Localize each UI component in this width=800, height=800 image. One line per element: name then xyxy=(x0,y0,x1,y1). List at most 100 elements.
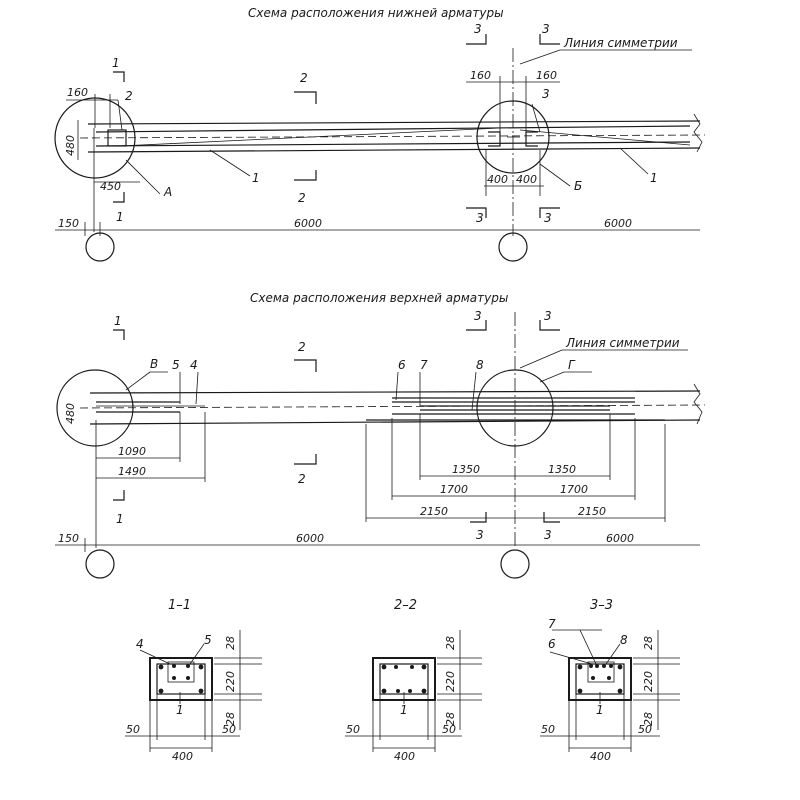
section-2-2: 2–2 1 28 220 28 50 400 50 xyxy=(345,598,482,763)
lower-pos-2: 2 xyxy=(125,89,133,103)
upper-support-mid xyxy=(500,549,530,579)
section-1-1-dim-bot: 28 xyxy=(224,712,237,726)
section-2-2-dim-right: 50 xyxy=(442,723,456,736)
section-3-3-dim-right: 50 xyxy=(638,723,652,736)
upper-mark-3-bl: 3 xyxy=(476,528,484,542)
upper-mark-1-top: 1 xyxy=(114,314,122,328)
upper-pos-8: 8 xyxy=(476,358,484,372)
section-3-3-label-7: 7 xyxy=(548,617,556,631)
section-3-3-dim-mid: 220 xyxy=(642,671,655,692)
lower-dimensions: 160 480 450 150 6000 6000 160 160 xyxy=(55,69,700,236)
upper-symmetry-label: Линия симметрии xyxy=(565,336,680,350)
section-1-1: 1–1 4 5 1 28 220 28 xyxy=(125,598,262,763)
lower-mark-3-bl: 3 xyxy=(476,211,484,225)
lower-mark-3-br: 3 xyxy=(544,211,552,225)
section-2-2-dim-width: 400 xyxy=(394,750,415,763)
lower-mid-cage xyxy=(488,131,538,147)
section-3-3-label-8: 8 xyxy=(620,633,628,647)
upper-dim-1350-left: 1350 xyxy=(452,463,480,476)
section-2-2-dim-top: 28 xyxy=(444,636,457,650)
upper-support-left xyxy=(85,549,115,579)
upper-dim-6000-a: 6000 xyxy=(296,532,324,545)
section-3-3-dim-top: 28 xyxy=(642,636,655,650)
upper-dim-1700-left: 1700 xyxy=(440,483,468,496)
upper-callout-V: В xyxy=(150,357,158,371)
section-3-3-dim-left: 50 xyxy=(541,723,555,736)
lower-dim-400-right: 400 xyxy=(516,173,537,186)
upper-dim-150: 150 xyxy=(58,532,79,545)
upper-mark-3-br: 3 xyxy=(544,528,552,542)
detail-circle-V xyxy=(56,369,134,447)
section-1-1-dim-mid: 220 xyxy=(224,671,237,692)
upper-callout-G: Г xyxy=(568,358,576,372)
lower-callout-B: Б xyxy=(574,179,582,193)
upper-dim-1490: 1490 xyxy=(118,465,146,478)
upper-mark-1-bot: 1 xyxy=(116,512,124,526)
section-3-3-stirrup xyxy=(575,663,625,695)
lower-mark-2-bot: 2 xyxy=(298,191,306,205)
upper-dim-2150-right: 2150 xyxy=(578,505,606,518)
upper-mark-3-tl: 3 xyxy=(474,309,482,323)
section-2-2-dim-mid: 220 xyxy=(444,671,457,692)
lower-support-left xyxy=(85,232,115,262)
section-1-1-outline xyxy=(149,657,213,701)
lower-dim-480: 480 xyxy=(64,135,77,156)
lower-mark-3-tr: 3 xyxy=(542,22,550,36)
section-3-3: 3–3 7 6 8 1 28 220 28 xyxy=(540,598,680,763)
upper-dim-2150-left: 2150 xyxy=(420,505,448,518)
lower-dim-160-mid-right: 160 xyxy=(536,69,557,82)
lower-section-mark-2: 2 2 xyxy=(294,71,317,205)
upper-mark-2-bot: 2 xyxy=(298,472,306,486)
lower-leaders: 2 1 1 3 А Б xyxy=(117,87,658,199)
lower-support-mid xyxy=(498,232,528,262)
section-2-2-title: 2–2 xyxy=(394,598,417,613)
section-3-3-label-6: 6 xyxy=(548,637,556,651)
upper-beam xyxy=(79,383,706,425)
upper-dim-1700-right: 1700 xyxy=(560,483,588,496)
lower-mark-3-tl: 3 xyxy=(474,22,482,36)
lower-dim-400-left: 400 xyxy=(487,173,508,186)
section-1-1-stirrup xyxy=(156,663,206,695)
lower-dim-450: 450 xyxy=(100,180,121,193)
lower-mark-1-top: 1 xyxy=(112,56,120,70)
section-1-1-dim-left: 50 xyxy=(126,723,140,736)
upper-section-mark-1: 1 1 xyxy=(113,314,125,526)
section-1-1-dim-width: 400 xyxy=(172,750,193,763)
lower-callout-A: А xyxy=(163,185,172,199)
section-1-1-label-5: 5 xyxy=(204,633,212,647)
lower-beam xyxy=(79,113,706,153)
lower-dim-6000-b: 6000 xyxy=(604,217,632,230)
upper-pos-5: 5 xyxy=(172,358,180,372)
lower-dim-160-left: 160 xyxy=(67,86,88,99)
upper-leaders: В 5 4 6 7 8 Г xyxy=(125,357,592,411)
section-1-1-dim-right: 50 xyxy=(222,723,236,736)
section-1-1-title: 1–1 xyxy=(168,598,191,613)
upper-mark-2-top: 2 xyxy=(298,340,306,354)
section-2-2-dim-bot: 28 xyxy=(444,712,457,726)
upper-pos-7: 7 xyxy=(420,358,428,372)
upper-scheme: Схема расположения верхней арматуры Лини… xyxy=(55,291,706,579)
upper-pos-4: 4 xyxy=(190,358,198,372)
lower-section-mark-1: 1 1 xyxy=(112,56,125,224)
lower-dim-6000-a: 6000 xyxy=(294,217,322,230)
section-3-3-title: 3–3 xyxy=(590,598,613,613)
lower-mark-2-top: 2 xyxy=(300,71,308,85)
lower-section-mark-3: 3 3 3 3 xyxy=(466,22,560,225)
upper-pos-6: 6 xyxy=(398,358,406,372)
upper-section-mark-3: 3 3 3 3 xyxy=(466,309,560,542)
section-2-2-label-1: 1 xyxy=(400,703,408,717)
section-1-1-label-1: 1 xyxy=(176,703,184,717)
section-1-1-dim-top: 28 xyxy=(224,636,237,650)
lower-pos-1-a: 1 xyxy=(252,171,260,185)
cross-sections: 1–1 4 5 1 28 220 28 xyxy=(125,598,680,763)
lower-scheme: Схема расположения нижней арматуры xyxy=(54,6,706,262)
upper-dim-1350-right: 1350 xyxy=(548,463,576,476)
section-2-2-stirrup xyxy=(379,663,429,695)
upper-dim-6000-b: 6000 xyxy=(606,532,634,545)
upper-scheme-title: Схема расположения верхней арматуры xyxy=(250,291,508,305)
lower-dim-150: 150 xyxy=(58,217,79,230)
lower-dim-160-mid-left: 160 xyxy=(470,69,491,82)
section-3-3-label-1: 1 xyxy=(596,703,604,717)
